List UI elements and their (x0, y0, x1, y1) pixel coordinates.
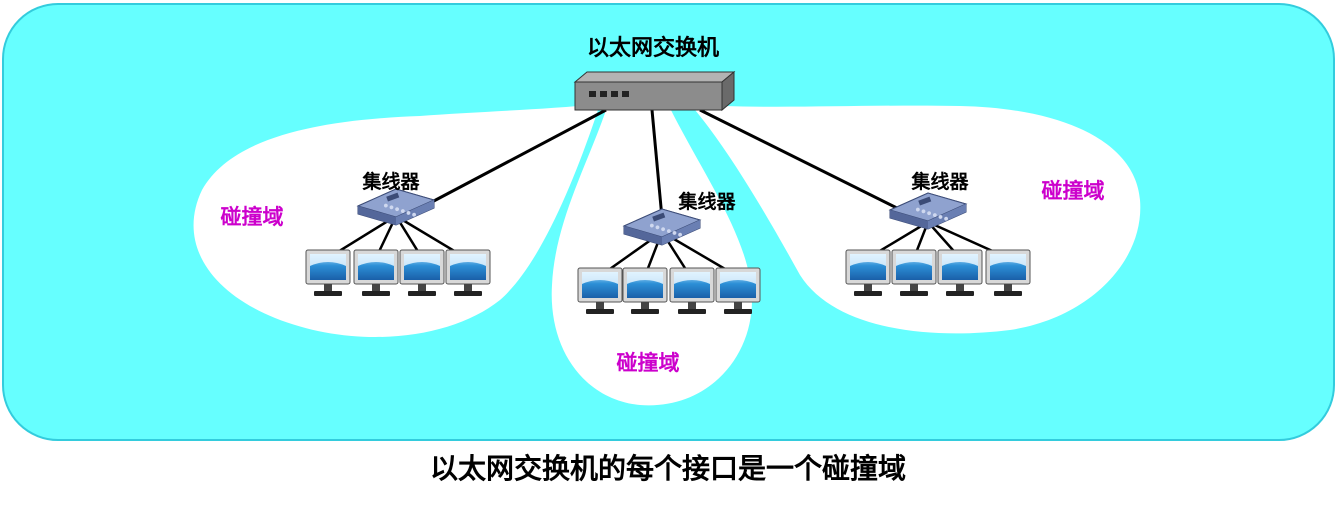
collision-domain-middle (551, 104, 752, 406)
hub-label-2: 集线器 (677, 190, 736, 213)
ethernet-switch-icon (573, 70, 736, 112)
cable-switch-hub-1 (429, 108, 607, 205)
caption: 以太网交换机的每个接口是一个碰撞域 (430, 452, 906, 485)
collision-domain-label-1: 碰撞域 (221, 205, 284, 229)
switch-label: 以太网交换机 (587, 35, 719, 61)
hub-label-1: 集线器 (361, 170, 420, 193)
hub-label-3: 集线器 (910, 170, 969, 193)
collision-domain-label-3: 碰撞域 (1042, 179, 1105, 203)
collision-domain-label-2: 碰撞域 (617, 351, 680, 375)
cable-switch-hub-2 (650, 109, 664, 219)
cable-switch-hub-3 (699, 108, 906, 214)
